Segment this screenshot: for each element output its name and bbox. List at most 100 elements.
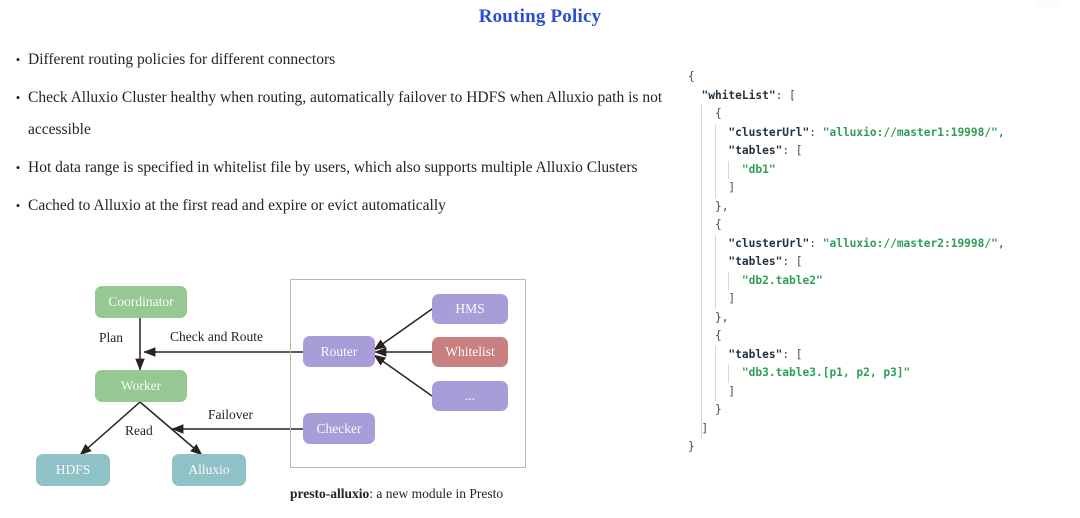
json-line: ]: [688, 382, 1072, 401]
indent-guide: [714, 364, 716, 383]
json-punct: {: [714, 218, 722, 231]
json-punct: }: [714, 403, 722, 416]
indent-guide: [701, 105, 703, 124]
indent-guide: [714, 253, 716, 272]
indent-guide: [714, 345, 716, 364]
node-checker[interactable]: Checker: [303, 413, 375, 444]
edge-worker-to-alluxio: [139, 401, 203, 456]
json-line: "whiteList": [: [688, 87, 1072, 106]
json-line: {: [688, 105, 1072, 124]
json-line: },: [688, 308, 1072, 327]
indent-guide: [714, 123, 716, 142]
json-punct: ,: [997, 125, 1005, 139]
indent-guide: [701, 419, 703, 438]
indent-guide: [714, 290, 716, 309]
json-string: "db1": [741, 162, 776, 176]
node-coordinator[interactable]: Coordinator: [95, 286, 187, 318]
indent-guide: [714, 179, 716, 198]
indent-guide: [701, 308, 703, 327]
indent-guide: [701, 123, 703, 142]
caption-description: : a new module in Presto: [369, 486, 504, 501]
indent-guide: [701, 327, 703, 346]
json-punct: {: [714, 329, 722, 342]
json-line: "clusterUrl": "alluxio://master1:19998/"…: [688, 123, 1072, 142]
json-string: "db2.table2": [741, 273, 823, 287]
json-line: "db3.table3.[p1, p2, p3]": [688, 364, 1072, 383]
node-worker[interactable]: Worker: [95, 370, 187, 402]
json-key: "tables": [728, 144, 783, 157]
json-line: "clusterUrl": "alluxio://master2:19998/"…: [688, 234, 1072, 253]
json-punct: },: [714, 199, 729, 213]
bullet-list: • Different routing policies for differe…: [8, 44, 668, 228]
node-router[interactable]: Router: [303, 336, 375, 367]
indent-guide: [701, 179, 703, 198]
list-item: • Hot data range is specified in whiteli…: [8, 152, 668, 184]
list-item-text: Hot data range is specified in whitelist…: [28, 159, 638, 176]
bullet-marker-icon: •: [15, 198, 21, 213]
diagram-caption: presto-alluxio: a new module in Presto: [290, 486, 540, 502]
json-line: "db2.table2": [688, 271, 1072, 290]
indent-guide: [701, 142, 703, 161]
json-punct: },: [714, 310, 729, 324]
indent-guide: [701, 382, 703, 401]
edge-label-plan: Plan: [99, 330, 124, 345]
json-line: }: [688, 438, 1072, 457]
json-punct: ]: [728, 384, 736, 398]
diagram-connectors: [79, 308, 433, 456]
bullet-marker-icon: •: [15, 160, 21, 175]
architecture-diagram: Coordinator Worker HDFS Alluxio Router C…: [0, 258, 560, 518]
json-punct: :: [809, 236, 823, 250]
json-line: {: [688, 216, 1072, 235]
json-punct: }: [688, 440, 695, 453]
json-punct: ]: [728, 181, 736, 194]
indent-guide: [728, 271, 730, 290]
list-item-text: Check Alluxio Cluster healthy when routi…: [28, 89, 663, 138]
node-other-ellipsis[interactable]: ...: [432, 381, 508, 411]
indent-guide: [701, 234, 703, 253]
json-key: "clusterUrl": [728, 236, 810, 250]
node-hdfs[interactable]: HDFS: [36, 454, 110, 486]
indent-guide: [701, 216, 703, 235]
json-punct: : [: [782, 255, 803, 268]
json-punct: {: [714, 107, 722, 120]
json-punct: {: [688, 70, 695, 83]
corner-artifact: [1036, 1, 1062, 8]
json-punct: ]: [701, 421, 709, 435]
node-hms[interactable]: HMS: [432, 294, 508, 324]
json-punct: : [: [782, 144, 803, 157]
json-key: "clusterUrl": [728, 125, 810, 139]
json-string: "db3.table3.[p1, p2, p3]": [741, 366, 911, 379]
indent-guide: [714, 142, 716, 161]
bullet-marker-icon: •: [15, 90, 21, 105]
list-item: • Cached to Alluxio at the first read an…: [8, 190, 668, 222]
whitelist-json-snippet: { "whiteList": [ { "clusterUrl": "alluxi…: [688, 68, 1072, 457]
json-line: },: [688, 197, 1072, 216]
node-whitelist[interactable]: Whitelist: [432, 337, 508, 367]
indent-guide: [701, 345, 703, 364]
indent-guide: [701, 290, 703, 309]
json-string: "alluxio://master1:19998/": [822, 125, 998, 139]
indent-guide: [714, 271, 716, 290]
json-line: {: [688, 68, 1072, 87]
list-item: • Different routing policies for differe…: [8, 44, 668, 76]
json-line: ]: [688, 179, 1072, 198]
indent-guide: [728, 160, 730, 179]
indent-guide: [701, 253, 703, 272]
json-line: {: [688, 327, 1072, 346]
json-punct: : [: [775, 88, 796, 102]
page-title: Routing Policy: [478, 6, 602, 27]
json-line: ]: [688, 419, 1072, 438]
indent-guide: [701, 197, 703, 216]
node-alluxio[interactable]: Alluxio: [172, 454, 246, 486]
json-key: "tables": [728, 347, 783, 361]
json-punct: ]: [728, 292, 736, 305]
indent-guide: [714, 234, 716, 253]
edge-other-to-router: [373, 354, 433, 397]
json-line: "db1": [688, 160, 1072, 179]
json-line: "tables": [: [688, 142, 1072, 161]
indent-guide: [714, 160, 716, 179]
indent-guide: [701, 364, 703, 383]
list-item-text: Different routing policies for different…: [28, 51, 336, 68]
edge-label-check-and-route: Check and Route: [170, 329, 263, 344]
edge-label-failover: Failover: [208, 407, 253, 422]
